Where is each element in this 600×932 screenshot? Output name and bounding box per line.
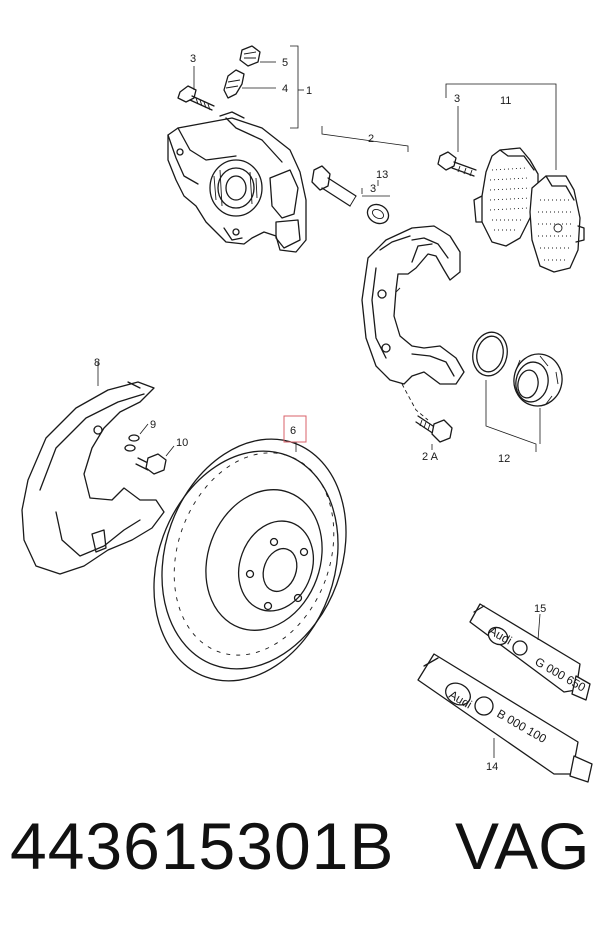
callout-1: 1 — [306, 85, 312, 97]
bolt-2a — [415, 415, 453, 443]
splash-shield — [21, 381, 165, 575]
bolt-3-caliper — [177, 85, 215, 111]
bushing-13 — [366, 203, 390, 225]
piston-boot — [513, 353, 563, 407]
brake-assembly-diagram: G 000 650 Audi B 000 100 Audi 3 5 4 1 2 … — [21, 45, 593, 783]
callout-2a: 2 A — [422, 451, 439, 463]
callout-5: 5 — [282, 57, 288, 69]
callout-3a: 3 — [190, 53, 196, 65]
bolt-3-pads — [437, 151, 477, 177]
callout-15: 15 — [534, 603, 546, 615]
callout-12: 12 — [498, 453, 510, 465]
bleed-valve-4 — [223, 69, 245, 99]
seal-ring — [472, 331, 508, 377]
brake-pad-inner — [473, 147, 539, 247]
part-number: 443615301B — [10, 809, 395, 883]
callout-9: 9 — [150, 419, 156, 431]
caliper-carrier — [361, 225, 465, 385]
callout-6: 6 — [290, 425, 296, 437]
callout-11: 11 — [500, 95, 511, 107]
callout-3c: 3 — [454, 93, 460, 105]
bolt-10 — [135, 453, 167, 475]
callout-2: 2 — [368, 133, 374, 145]
highlight-marker — [283, 415, 307, 443]
brake-disc — [153, 438, 347, 682]
callout-8: 8 — [94, 357, 100, 369]
callout-13: 13 — [376, 169, 388, 181]
washer-9 — [124, 434, 140, 452]
tube-15: G 000 650 — [469, 603, 591, 701]
caliper-housing — [167, 111, 307, 253]
callout-3b: 3 — [370, 183, 376, 195]
brand-label: VAG — [455, 809, 590, 883]
callout-4: 4 — [282, 83, 288, 95]
callout-10: 10 — [176, 437, 188, 449]
brake-pad-outer — [529, 175, 585, 273]
dust-cap-5 — [239, 45, 261, 67]
guide-pin-2 — [311, 165, 357, 207]
callout-14: 14 — [486, 761, 498, 773]
